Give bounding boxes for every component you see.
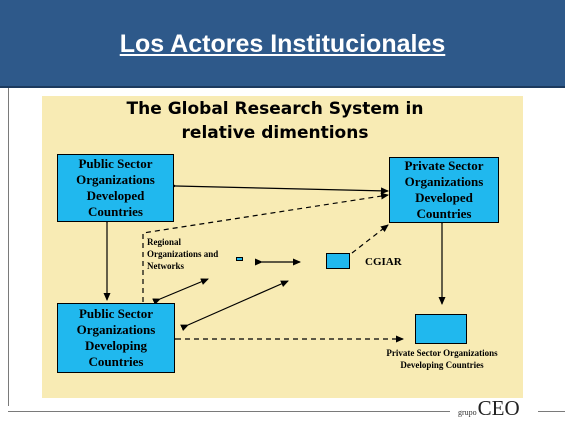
diagram-title-line1: The Global Research System in bbox=[126, 99, 424, 119]
arrow-public-developing-to-regional bbox=[152, 278, 209, 305]
diagram-title: The Global Research System in relative d… bbox=[75, 97, 475, 145]
bottom-rule-left bbox=[8, 411, 450, 412]
diagram-title-line2: relative dimentions bbox=[181, 123, 369, 143]
bottom-rule-right bbox=[538, 411, 565, 412]
header-rule bbox=[0, 86, 565, 88]
node-private-sector-developing-marker bbox=[415, 314, 467, 344]
label-cgiar: CGIAR bbox=[365, 256, 402, 268]
arrow-public-dev-to-private-dev bbox=[168, 182, 389, 195]
logo-main-text: CEO bbox=[477, 396, 520, 420]
label-regional-organizations: Regional Organizations and Networks bbox=[147, 237, 219, 271]
slide-title: Los Actores Institucionales bbox=[119, 30, 446, 58]
left-rule bbox=[8, 88, 9, 406]
label-private-sector-developing: Private Sector Organizations Developing … bbox=[386, 348, 498, 370]
grupo-ceo-logo: grupo CEO bbox=[458, 396, 520, 424]
dashed-regional-to-private-dev bbox=[142, 192, 389, 302]
arrow-public-developing-to-cgiar bbox=[180, 280, 289, 332]
node-public-sector-developing: Public Sector Organizations Developing C… bbox=[57, 303, 175, 373]
node-regional-marker bbox=[236, 257, 243, 261]
slide-header bbox=[0, 0, 565, 86]
dashed-cgiar-to-private-dev bbox=[351, 224, 389, 254]
node-private-sector-developed: Private Sector Organizations Developed C… bbox=[389, 157, 499, 223]
node-cgiar-marker bbox=[326, 253, 350, 269]
logo-small-text: grupo bbox=[458, 408, 477, 417]
node-public-sector-developed: Public Sector Organizations Developed Co… bbox=[57, 154, 174, 222]
